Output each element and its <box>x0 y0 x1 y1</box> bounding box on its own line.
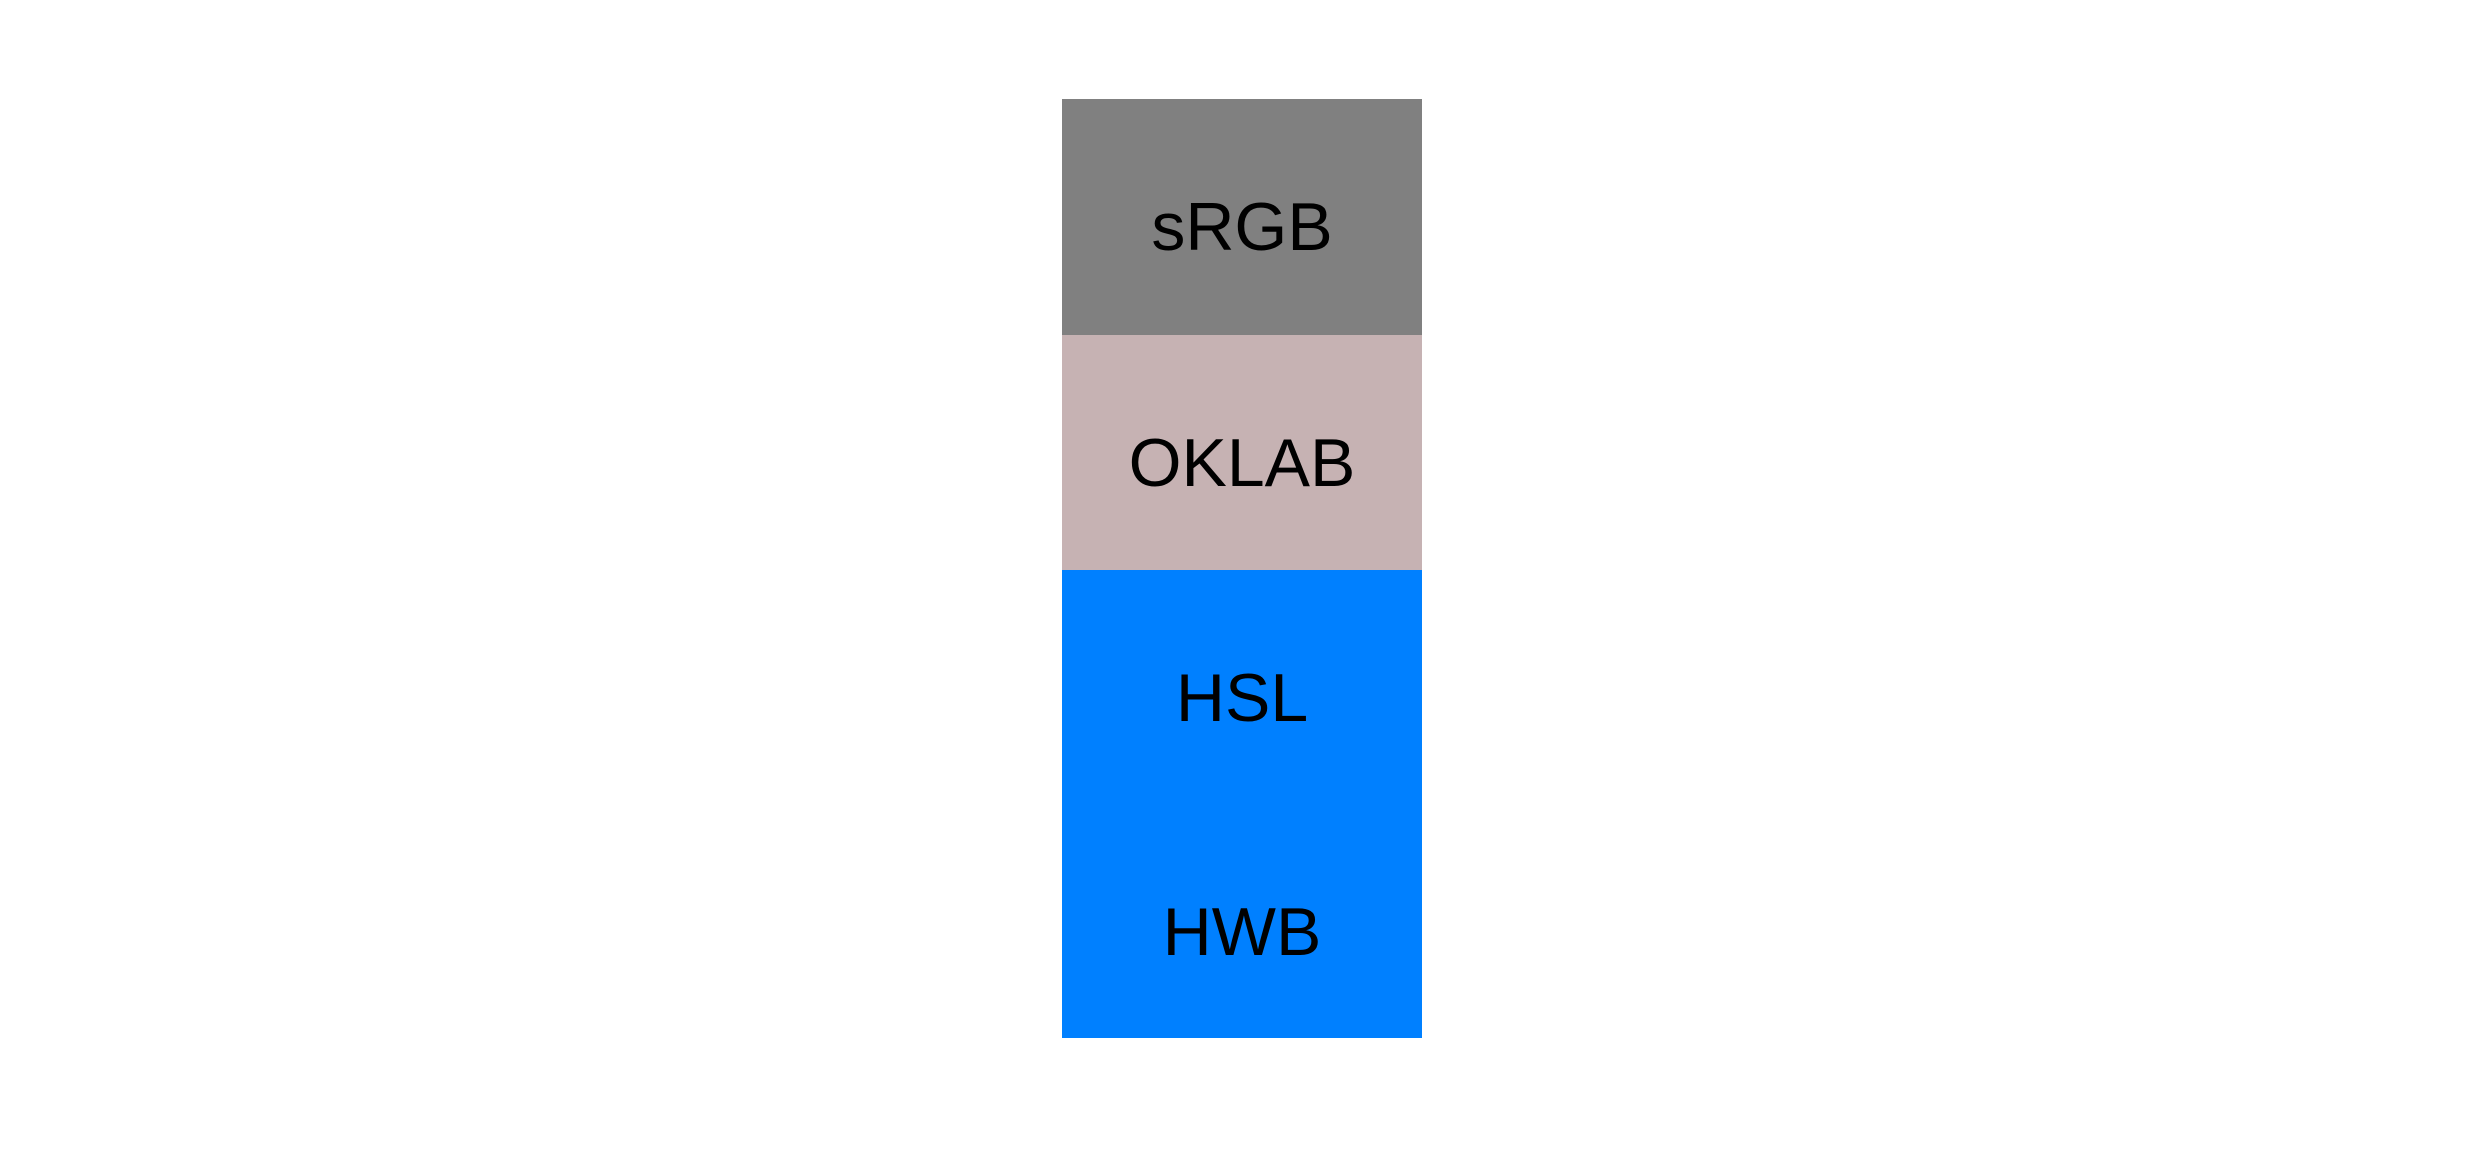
swatch-label-hsl: HSL <box>1175 659 1309 736</box>
color-space-swatch-stack: sRGB OKLAB HSL HWB <box>1062 99 1422 1038</box>
swatch-hsl: HSL <box>1062 570 1422 804</box>
swatch-oklab: OKLAB <box>1062 335 1422 570</box>
swatch-srgb: sRGB <box>1062 99 1422 335</box>
swatch-hwb: HWB <box>1062 804 1422 1038</box>
swatch-label-hwb: HWB <box>1162 893 1322 970</box>
swatch-label-oklab: OKLAB <box>1128 425 1356 501</box>
swatch-label-srgb: sRGB <box>1151 189 1333 266</box>
